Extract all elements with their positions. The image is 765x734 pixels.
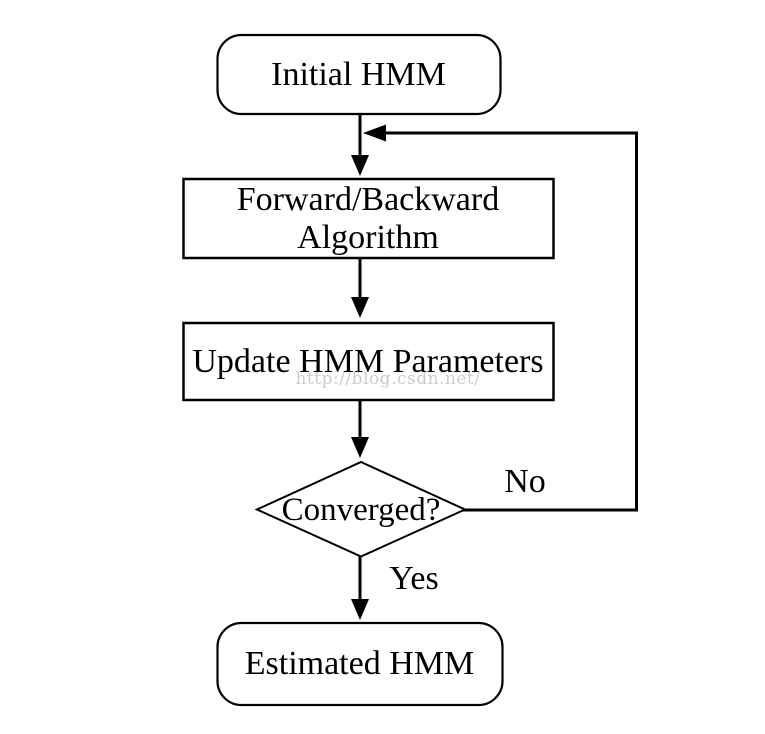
arrow-initial-to-forward-head-icon bbox=[351, 155, 369, 176]
no-branch-label: No bbox=[504, 463, 546, 500]
forward-backward-label-line2: Algorithm bbox=[297, 218, 439, 256]
arrow-converged-to-estimated-head-icon bbox=[351, 599, 369, 620]
arrow-update-to-converged-head-icon bbox=[351, 437, 369, 458]
watermark-text: http://blog.csdn.net/ bbox=[295, 369, 481, 389]
forward-backward-process-shape bbox=[182, 177, 555, 260]
no-feedback-loop-line bbox=[384, 131, 638, 512]
feedback-arrowhead-left-icon bbox=[363, 124, 386, 142]
estimated-hmm-label: Estimated HMM bbox=[244, 645, 475, 682]
update-parameters-process-shape bbox=[182, 321, 555, 402]
initial-hmm-terminator-shape bbox=[216, 33, 502, 116]
estimated-hmm-terminator-shape bbox=[216, 621, 504, 707]
converged-decision-label: Converged? bbox=[281, 491, 441, 528]
update-parameters-label: Update HMM Parameters bbox=[192, 342, 544, 380]
converged-decision-diamond-shape bbox=[254, 460, 468, 558]
arrow-forward-to-update-head-icon bbox=[351, 297, 369, 318]
yes-branch-label: Yes bbox=[389, 560, 439, 597]
forward-backward-label: Forward/Backward Algorithm bbox=[183, 179, 553, 258]
initial-hmm-label: Initial HMM bbox=[271, 55, 446, 93]
forward-backward-label-line1: Forward/Backward bbox=[236, 180, 500, 218]
